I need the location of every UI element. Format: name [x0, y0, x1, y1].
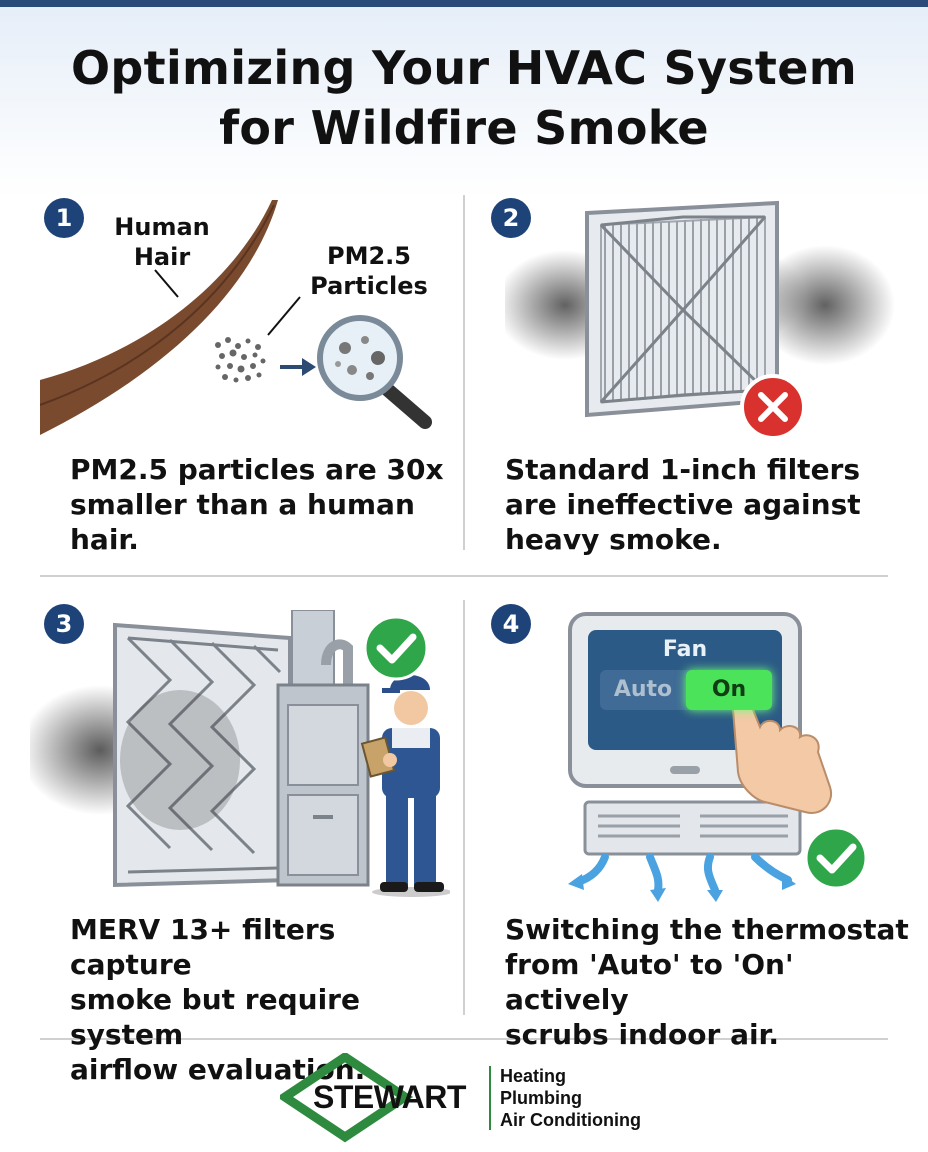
step-badge-3: 3 — [44, 604, 84, 644]
magnifier-icon — [317, 315, 432, 429]
panel-4-caption: Switching the thermostat from 'Auto' to … — [505, 912, 915, 1052]
page-title: Optimizing Your HVAC System for Wildfire… — [0, 38, 928, 158]
hair-particles-illustration — [40, 200, 432, 435]
title-line-1: Optimizing Your HVAC System — [71, 41, 857, 95]
arrow-right-icon — [280, 358, 316, 376]
step-badge-4: 4 — [491, 604, 531, 644]
panel-1-caption: PM2.5 particles are 30x smaller than a h… — [70, 452, 450, 557]
horizontal-divider-middle — [40, 575, 888, 577]
panel-2-caption-line-3: heavy smoke. — [505, 523, 722, 556]
success-check-icon — [804, 826, 868, 890]
brand-divider — [489, 1066, 491, 1130]
merv13-filter-illustration — [30, 610, 450, 897]
pointing-hand-icon — [730, 685, 833, 814]
panel-2-caption-line-1: Standard 1-inch filters — [505, 453, 861, 486]
panel-4-caption-line-2: from 'Auto' to 'On' actively — [505, 948, 794, 1016]
merv13-filter-icon — [113, 622, 292, 888]
services-list: Heating Plumbing Air Conditioning — [500, 1065, 641, 1131]
horizontal-divider-footer — [40, 1038, 888, 1040]
panel-1-caption-line-3: hair. — [70, 523, 139, 556]
fan-mode-on-option[interactable]: On — [686, 670, 772, 710]
human-hair-label: Human Hair — [100, 212, 224, 272]
service-heating: Heating — [500, 1066, 567, 1086]
top-accent-bar — [0, 0, 928, 7]
pm25-particles-label: PM2.5 Particles — [300, 241, 438, 301]
fan-mode-auto-option[interactable]: Auto — [613, 677, 673, 702]
panel-2-caption-line-2: are ineffective against — [505, 488, 861, 521]
particle-cluster-icon — [215, 337, 266, 383]
service-air-conditioning: Air Conditioning — [500, 1110, 641, 1130]
vertical-divider-top — [463, 195, 465, 550]
pm25-label-line-1: PM2.5 — [327, 242, 411, 270]
panel-1-caption-line-2: smaller than a human — [70, 488, 415, 521]
thermostat-illustration — [568, 612, 868, 902]
pm25-label-line-2: Particles — [310, 272, 428, 300]
header-background — [0, 7, 928, 197]
human-hair-label-line-2: Hair — [133, 243, 191, 271]
panel-3-caption-line-2: smoke but require system — [70, 983, 360, 1051]
step-badge-2: 2 — [491, 198, 531, 238]
service-plumbing: Plumbing — [500, 1088, 582, 1108]
success-check-icon — [363, 615, 429, 681]
panel-3-caption-line-1: MERV 13+ filters capture — [70, 913, 336, 981]
title-line-2: for Wildfire Smoke — [219, 101, 709, 155]
airflow-arrows-icon — [574, 853, 792, 894]
panel-2-caption: Standard 1-inch filters are ineffective … — [505, 452, 905, 557]
vent-icon — [583, 800, 802, 856]
standard-filter-illustration — [505, 200, 895, 440]
human-hair-label-line-1: Human — [114, 213, 210, 241]
technician-icon — [360, 675, 450, 897]
vertical-divider-bottom — [463, 600, 465, 1015]
error-x-icon — [740, 374, 806, 440]
filter-1-inch-icon — [585, 200, 779, 418]
panel-4-caption-line-1: Switching the thermostat — [505, 913, 909, 946]
thermostat-button — [670, 766, 700, 774]
panel-1-caption-line-1: PM2.5 particles are 30x — [70, 453, 444, 486]
step-badge-1: 1 — [44, 198, 84, 238]
thermostat-fan-label: Fan — [662, 637, 708, 662]
brand-name: STEWART — [313, 1079, 466, 1115]
furnace-icon — [276, 610, 370, 887]
panel-4-caption-line-3: scrubs indoor air. — [505, 1018, 780, 1051]
stewart-logo-diamond — [280, 1053, 414, 1143]
hair-strand-icon — [40, 200, 278, 435]
